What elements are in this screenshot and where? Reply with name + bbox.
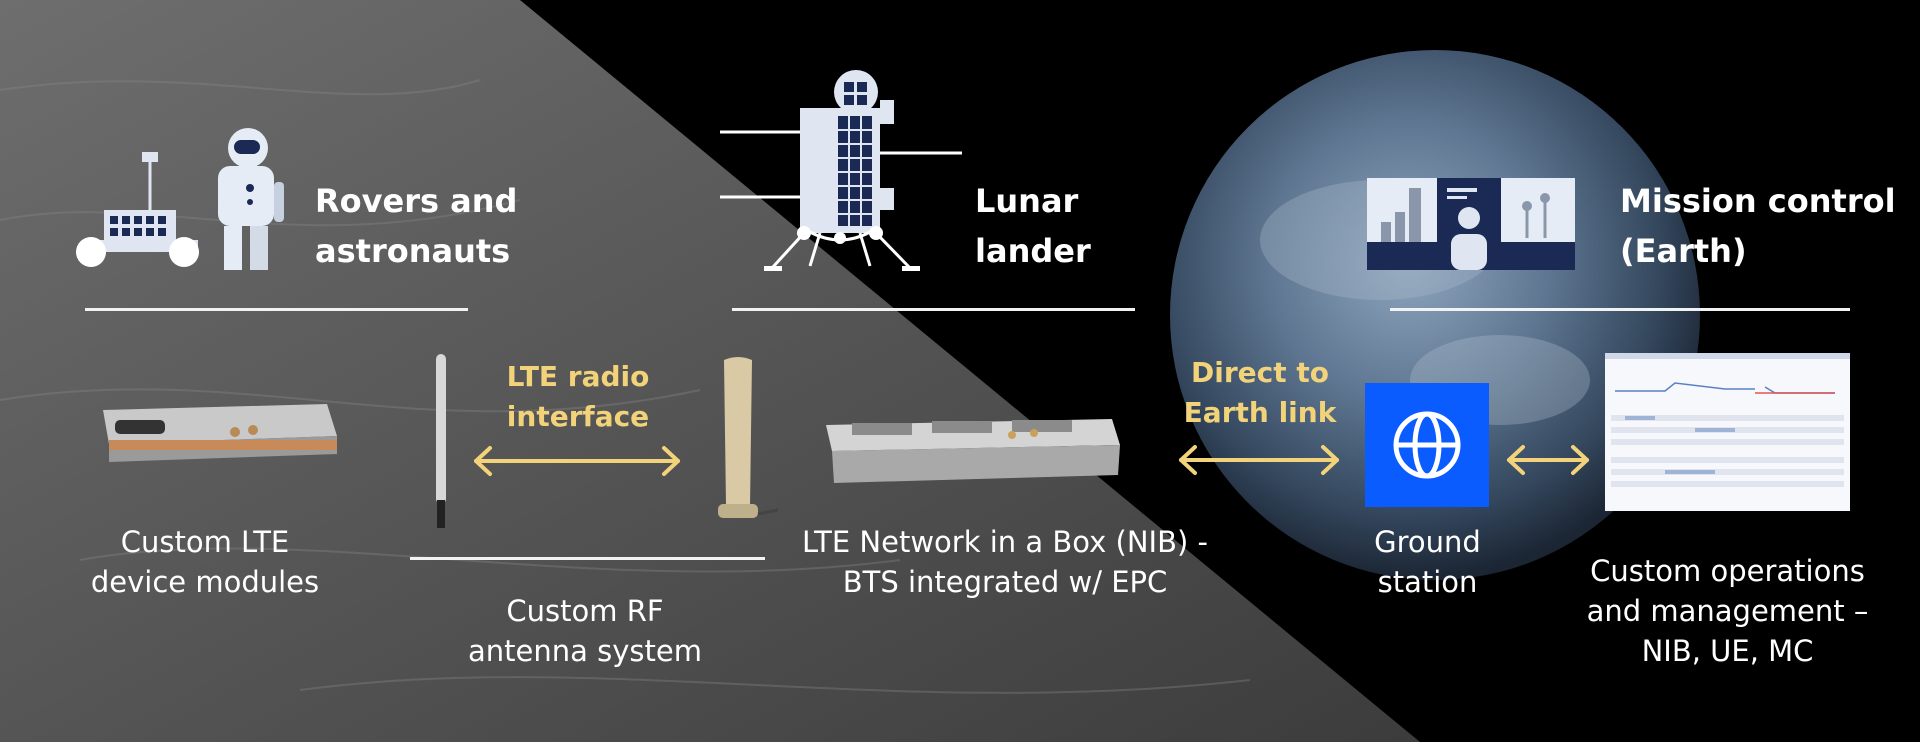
direct-earth-label-line1: Direct to	[1191, 356, 1329, 389]
lte-radio-label-line1: LTE radio	[506, 360, 650, 393]
antenna-caption-line2: antenna system	[468, 634, 702, 668]
antenna-thin-image	[436, 354, 446, 528]
mission-title-line1: Mission control	[1620, 182, 1896, 220]
device-module-image	[103, 404, 337, 462]
mission-divider	[1390, 308, 1850, 311]
operations-caption-line2: and management –	[1586, 594, 1869, 628]
direct-earth-label-line2: Earth link	[1183, 396, 1337, 429]
moon-texture	[0, 79, 1251, 694]
lander-icon	[720, 70, 962, 271]
rovers-title-line1: Rovers and	[315, 182, 518, 220]
nib-box-image	[826, 419, 1120, 483]
ground-station-icon	[1365, 383, 1489, 507]
antenna-divider	[410, 557, 765, 560]
lander-divider	[732, 308, 1135, 311]
rovers-divider	[85, 308, 468, 311]
ground-station-caption-line1: Ground	[1374, 525, 1481, 559]
device-modules-caption-line2: device modules	[90, 565, 320, 599]
mission-title-line2: (Earth)	[1620, 232, 1747, 270]
rovers-title-line2: astronauts	[315, 232, 511, 270]
astronaut-icon	[218, 128, 284, 270]
lander-title-line1: Lunar	[975, 182, 1079, 220]
antenna-caption-line1: Custom RF	[506, 594, 664, 628]
ground-station-caption-line2: station	[1377, 565, 1478, 599]
rover-icon	[76, 152, 199, 267]
antenna-gold-image	[718, 357, 779, 518]
lte-radio-label-line2: interface	[506, 400, 650, 433]
operations-dashboard-image	[1605, 353, 1850, 511]
moon-surface	[0, 0, 1420, 742]
direct-earth-arrow	[1179, 445, 1339, 475]
ops-link-arrow	[1507, 445, 1589, 475]
lander-title-line2: lander	[975, 232, 1091, 270]
nib-caption-line2: BTS integrated w/ EPC	[842, 565, 1168, 599]
nib-caption-line1: LTE Network in a Box (NIB) -	[802, 525, 1208, 559]
device-modules-caption-line1: Custom LTE	[120, 525, 290, 559]
mission-control-icon	[1367, 178, 1575, 270]
operations-caption-line1: Custom operations	[1590, 554, 1865, 588]
operations-caption-line3: NIB, UE, MC	[1641, 634, 1814, 668]
lte-radio-arrow	[474, 446, 680, 476]
